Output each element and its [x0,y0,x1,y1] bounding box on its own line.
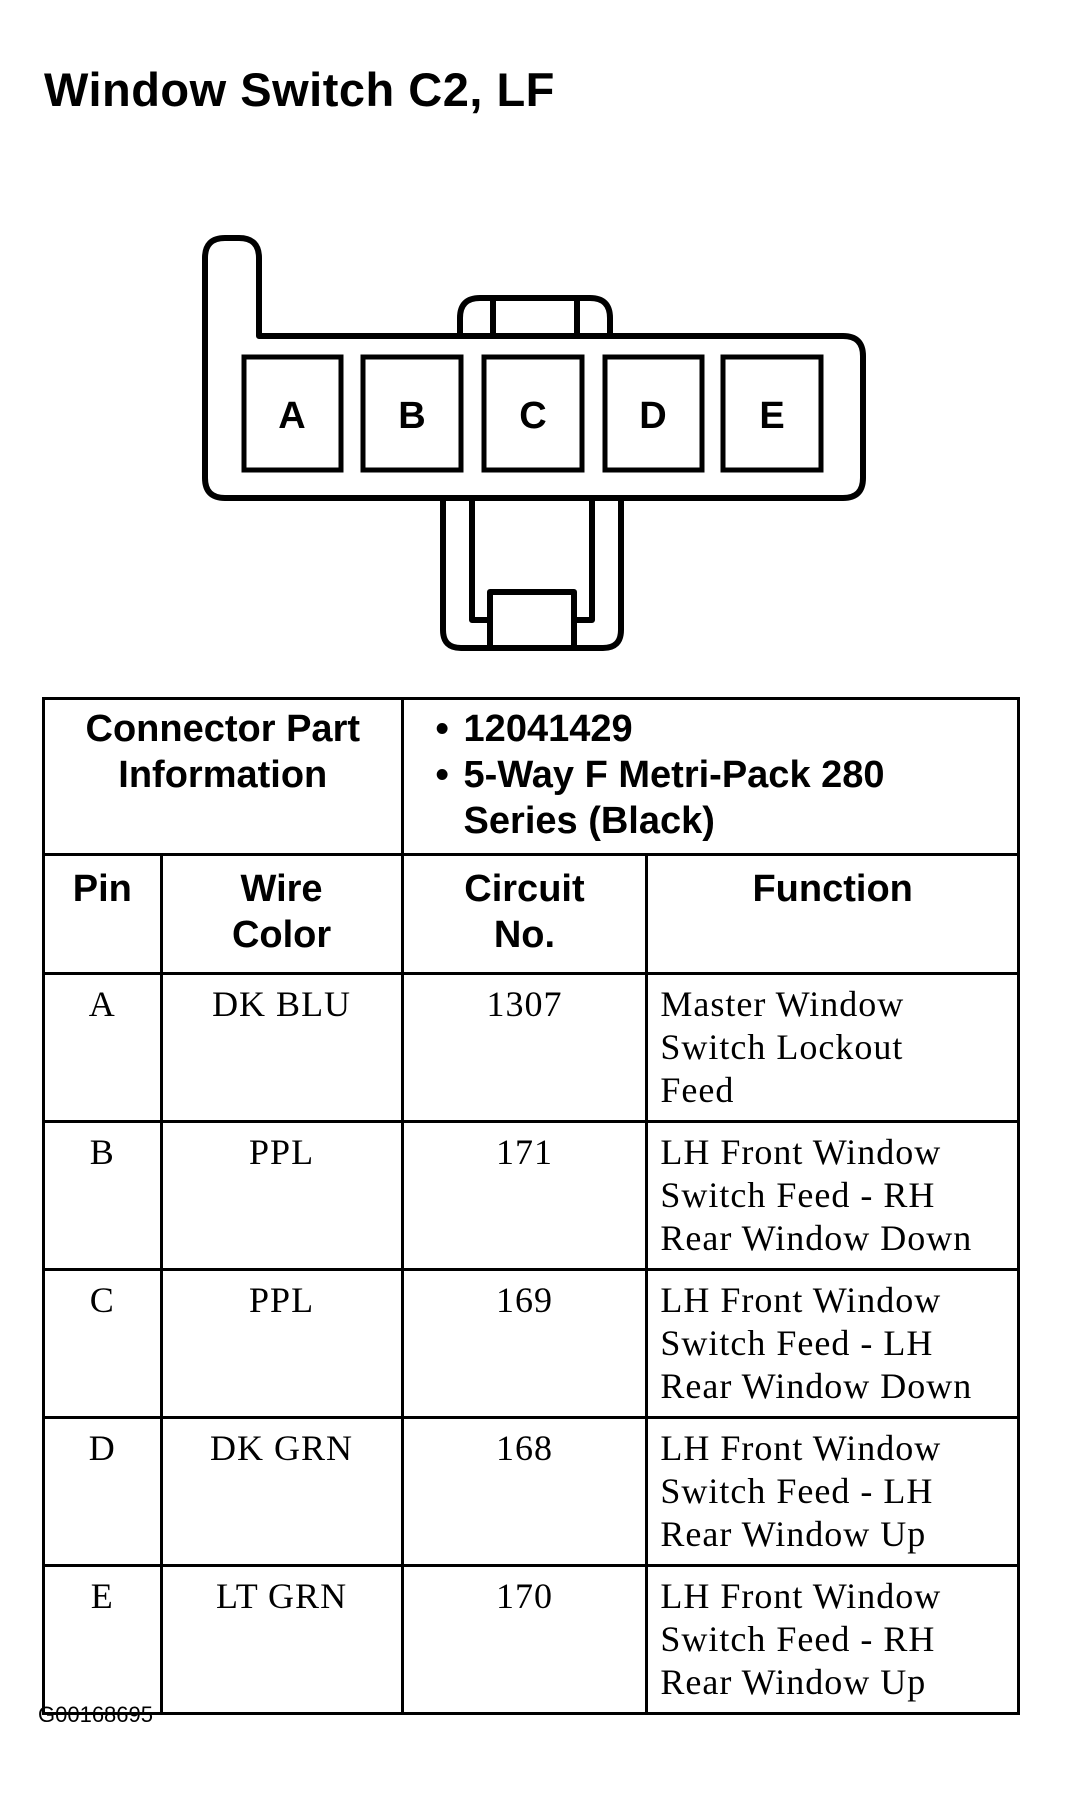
part-info-label: Connector Part Information [42,697,404,856]
pin-cell: E [42,1564,163,1715]
function-cell: LH Front Window Switch Feed - LH Rear Wi… [645,1416,1020,1567]
circuit-cell: 169 [400,1268,649,1419]
circuit-cell: 170 [400,1564,649,1715]
circuit-cell: 168 [400,1416,649,1567]
column-header-function: Function [645,853,1020,975]
column-header-wire-color: Wire Color [159,853,404,975]
function-cell: Master Window Switch Lockout Feed [645,972,1020,1123]
pin-cavity-d [602,354,705,473]
function-cell: LH Front Window Switch Feed - RH Rear Wi… [645,1564,1020,1715]
pin-cavities [241,354,824,473]
figure-id: G00168695 [38,1702,153,1727]
connector-diagram: A B C D E [202,235,866,651]
table-row: C PPL 169 LH Front Window Switch Feed - … [42,1268,1020,1419]
part-info-row: Connector Part Information • 12041429 • … [42,697,1021,856]
table-row: E LT GRN 170 LH Front Window Switch Feed… [42,1564,1020,1715]
wire-color-cell: PPL [159,1268,404,1419]
wire-color-cell: LT GRN [159,1564,404,1715]
pin-cavity-a [241,354,344,473]
circuit-cell: 1307 [400,972,649,1123]
function-cell: LH Front Window Switch Feed - RH Rear Wi… [645,1120,1020,1271]
pin-cell: A [42,972,163,1123]
function-cell: LH Front Window Switch Feed - LH Rear Wi… [645,1268,1020,1419]
table-row: B PPL 171 LH Front Window Switch Feed - … [42,1120,1020,1271]
pin-cavity-e [720,354,824,473]
pin-label-c: C [519,395,546,437]
part-description: • 5-Way F Metri-Pack 280 [435,754,885,796]
pin-cell: C [42,1268,163,1419]
wire-color-cell: DK BLU [159,972,404,1123]
connector-body [202,235,866,501]
wire-color-cell: PPL [159,1120,404,1271]
column-header-pin: Pin [42,853,163,975]
pin-label-d: D [639,395,666,437]
pin-cell: B [42,1120,163,1271]
part-number: • 12041429 [435,708,633,750]
pin-label-b: B [398,395,425,437]
part-info-value: • 12041429 • 5-Way F Metri-Pack 280 Seri… [400,697,1021,856]
pin-label-e: E [759,395,784,437]
table-row: D DK GRN 168 LH Front Window Switch Feed… [42,1416,1020,1567]
column-header-circuit-no: Circuit No. [400,853,649,975]
connector-info-table: Connector Part Information • 12041429 • … [42,697,1021,1715]
column-header-row: Pin Wire Color Circuit No. Function [42,853,1020,975]
table-row: A DK BLU 1307 Master Window Switch Locko… [42,972,1020,1123]
circuit-cell: 171 [400,1120,649,1271]
wire-color-cell: DK GRN [159,1416,404,1567]
pin-cell: D [42,1416,163,1567]
page-title: Window Switch C2, LF [44,63,555,116]
connector-latch-tab [457,295,613,335]
pin-cavity-c [481,354,585,473]
pin-cavity-b [360,354,464,473]
pin-label-a: A [278,395,305,437]
